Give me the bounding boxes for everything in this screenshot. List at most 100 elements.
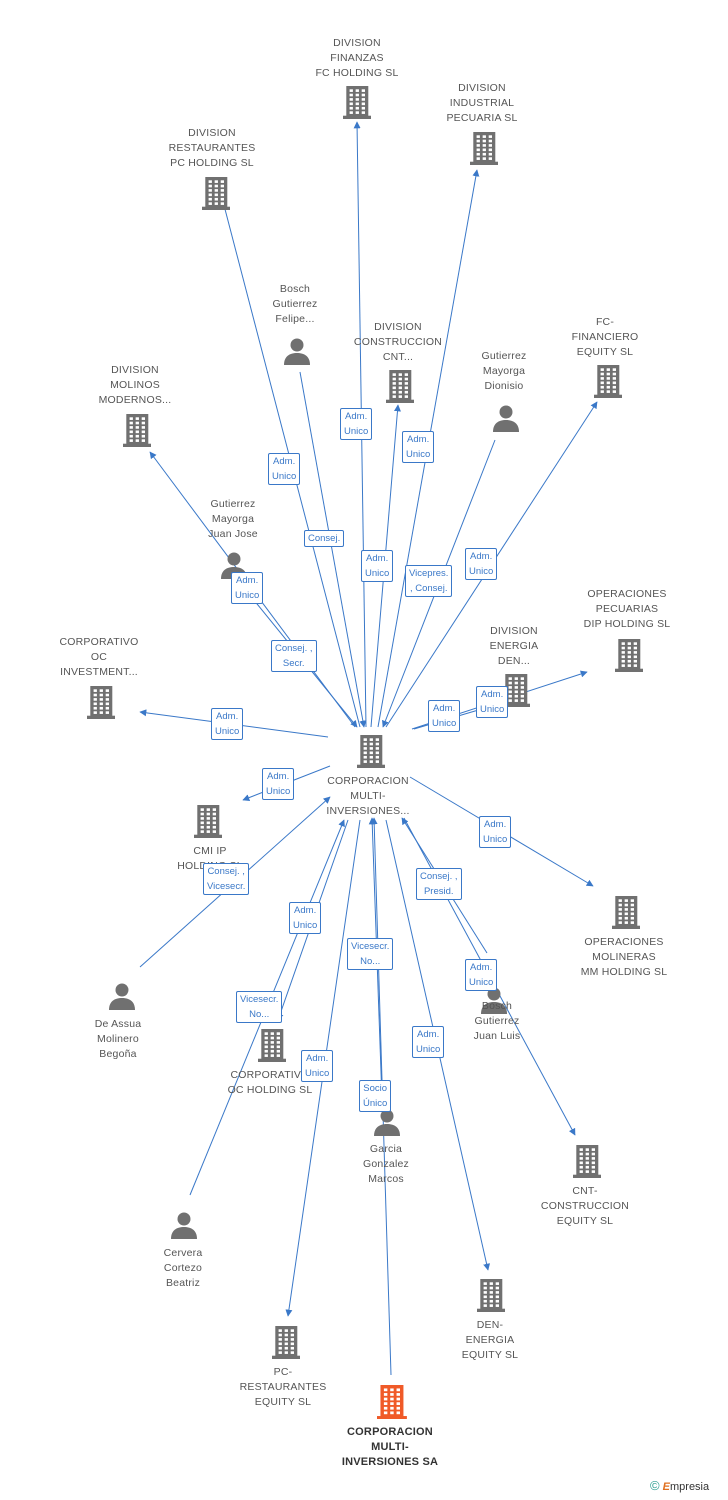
node-label-den_equity[interactable]: DEN- ENERGIA EQUITY SL: [461, 1319, 519, 1361]
building-icon-main[interactable]: [377, 1384, 407, 1425]
edge-label-line: Unico: [480, 704, 505, 715]
edge-label-line: Único: [363, 1098, 388, 1109]
building-icon[interactable]: [257, 1028, 287, 1067]
edge-label-line: Adm.: [417, 1029, 440, 1040]
edge-label-line: Vicepres.: [409, 568, 449, 579]
building-icon[interactable]: [469, 131, 499, 170]
node-label-bosch_felipe[interactable]: Bosch Gutierrez Felipe...: [272, 283, 318, 325]
node-label-molinos[interactable]: DIVISION MOLINOS MODERNOS...: [98, 364, 172, 406]
edge-label-hub-corp_oc[interactable]: Adm. Unico: [211, 708, 244, 740]
building-icon[interactable]: [122, 413, 152, 452]
edge-label-hub-cnt_equity[interactable]: Adm. Unico: [465, 959, 498, 991]
edge-label-line: Adm.: [216, 711, 239, 722]
edge-label-hub-restaurantes[interactable]: Adm.Unico: [268, 453, 301, 485]
building-icon[interactable]: [342, 85, 372, 124]
node-label-energia[interactable]: DIVISION ENERGIA DEN...: [489, 625, 539, 667]
edge-label-gm_juanjose-hub[interactable]: Consej. ,Secr.: [271, 640, 317, 672]
edge-label-bosch_juanluis-hub[interactable]: Consej. , Presid.: [416, 868, 462, 900]
edge-label-line: Unico: [432, 718, 457, 729]
edge-label-hub-corp_holding[interactable]: Adm.Unico: [289, 902, 322, 934]
edge-label-bosch_felipe-hub[interactable]: Consej.: [304, 530, 345, 547]
edge-label-hub-construccion[interactable]: Adm. Unico: [361, 550, 394, 582]
edge-label-hub-molinos[interactable]: Adm. Unico: [231, 572, 264, 604]
person-icon[interactable]: [492, 404, 520, 437]
person-icon[interactable]: [108, 982, 136, 1015]
building-icon[interactable]: [385, 369, 415, 408]
building-icon[interactable]: [614, 638, 644, 677]
edge-label-hub-op_molineras[interactable]: Adm.Unico: [479, 816, 512, 848]
node-label-restaurantes[interactable]: DIVISION RESTAURANTES PC HOLDING SL: [168, 127, 256, 169]
node-label-corp_oc[interactable]: CORPORATIVO OC INVESTMENT...: [59, 636, 139, 678]
node-label-bosch_juanluis[interactable]: Bosch Gutierrez Juan Luis: [473, 1000, 521, 1042]
edge-label-line: Adm.: [345, 411, 368, 422]
building-icon[interactable]: [193, 804, 223, 843]
edge-label-line: Unico: [344, 426, 369, 437]
edge-label-hub-industrial[interactable]: Adm. Unico: [402, 431, 435, 463]
edge-label-hub-pc_equity[interactable]: Adm.Unico: [301, 1050, 334, 1082]
edge-label-line: Unico: [469, 977, 494, 988]
node-label-cnt_equity[interactable]: CNT- CONSTRUCCION EQUITY SL: [540, 1185, 630, 1227]
edge-label-hub-den_equity[interactable]: Adm. Unico: [412, 1026, 445, 1058]
edge-label-line: Adm.: [294, 905, 317, 916]
edge-label-hub-finanzas[interactable]: Adm. Unico: [340, 408, 373, 440]
person-icon[interactable]: [283, 337, 311, 370]
edge-label-gm_dionisio-hub[interactable]: Vicepres., Consej.: [405, 565, 453, 597]
building-icon[interactable]: [593, 364, 623, 403]
building-icon[interactable]: [356, 734, 386, 773]
edge-label-line: Unico: [406, 449, 431, 460]
building-icon[interactable]: [86, 685, 116, 724]
node-label-industrial[interactable]: DIVISION INDUSTRIAL PECUARIA SL: [446, 82, 518, 124]
edge-label-cervera-hub[interactable]: Vicesecr.No...: [236, 991, 283, 1023]
node-label-op_pecuarias[interactable]: OPERACIONES PECUARIAS DIP HOLDING SL: [583, 588, 671, 630]
building-icon[interactable]: [271, 1325, 301, 1364]
node-label-main[interactable]: CORPORACION MULTI- INVERSIONES SA: [341, 1426, 439, 1468]
node-label-hub[interactable]: CORPORACION MULTI- INVERSIONES...: [326, 775, 410, 817]
node-label-gm_dionisio[interactable]: Gutierrez Mayorga Dionisio: [481, 350, 527, 392]
edge-label-line: Vicesecr.: [207, 881, 246, 892]
edge-label-line: Adm.: [366, 553, 389, 564]
edge-label-line: Consej. ,: [275, 643, 313, 654]
edge-label-line: Unico: [305, 1068, 330, 1079]
edge-label-line: Consej. ,: [420, 871, 458, 882]
node-label-corp_holding[interactable]: CORPORATIVO OC HOLDING SL: [227, 1069, 313, 1096]
edge-label-line: Unico: [365, 568, 390, 579]
node-label-garcia[interactable]: Garcia Gonzalez Marcos: [363, 1143, 409, 1185]
node-label-construccion[interactable]: DIVISION CONSTRUCCION CNT...: [353, 321, 443, 363]
edge-label-line: Adm.: [407, 434, 430, 445]
node-label-de_assua[interactable]: De Assua Molinero Begoña: [94, 1018, 142, 1060]
edge-label-line: Unico: [215, 726, 240, 737]
edge-label-hub-fc_financiero[interactable]: Adm.Unico: [465, 548, 498, 580]
brand-initial: E: [662, 1481, 670, 1493]
person-icon[interactable]: [170, 1211, 198, 1244]
edge-label-line: Unico: [235, 590, 260, 601]
edge-label-line: Adm.: [470, 962, 493, 973]
node-label-gm_juanjose[interactable]: Gutierrez Mayorga Juan Jose: [208, 498, 258, 540]
person-icon[interactable]: [373, 1108, 401, 1141]
edge-label-line: Adm.: [236, 575, 259, 586]
building-icon[interactable]: [572, 1144, 602, 1183]
edge-label-line: Presid.: [423, 886, 454, 897]
building-icon[interactable]: [611, 895, 641, 934]
node-label-op_molineras[interactable]: OPERACIONES MOLINERAS MM HOLDING SL: [580, 936, 668, 978]
edge-label-hub-cmi[interactable]: Adm. Unico: [262, 768, 295, 800]
node-label-finanzas[interactable]: DIVISION FINANZAS FC HOLDING SL: [315, 37, 399, 79]
edge-label-de_assua-hub[interactable]: Consej. ,Vicesecr.: [203, 863, 250, 895]
node-label-cervera[interactable]: Cervera Cortezo Beatriz: [163, 1247, 203, 1289]
edge-label-garcia-hub[interactable]: Vicesecr.No...: [347, 938, 394, 970]
node-label-fc_financiero[interactable]: FC- FINANCIERO EQUITY SL: [571, 316, 639, 358]
edge-label-line: Adm.: [433, 703, 456, 714]
edge-label-line: Adm.: [484, 819, 507, 830]
edge-label-line: Unico: [416, 1044, 441, 1055]
edge-label-line: Unico: [266, 786, 291, 797]
building-icon[interactable]: [476, 1278, 506, 1317]
node-label-pc_equity[interactable]: PC- RESTAURANTES EQUITY SL: [239, 1366, 327, 1408]
empresia-brand[interactable]: © Empresia: [650, 1478, 709, 1493]
edge-label-line: Adm.: [267, 771, 290, 782]
building-icon[interactable]: [201, 176, 231, 215]
edge-label-hub-energia[interactable]: Adm. Unico: [428, 700, 461, 732]
building-icon[interactable]: [501, 673, 531, 712]
edge-label-line: Adm.: [470, 551, 493, 562]
edge-label-hub-op_pecuarias[interactable]: Adm.Unico: [476, 686, 509, 718]
edge-label-line: No...: [249, 1009, 270, 1020]
